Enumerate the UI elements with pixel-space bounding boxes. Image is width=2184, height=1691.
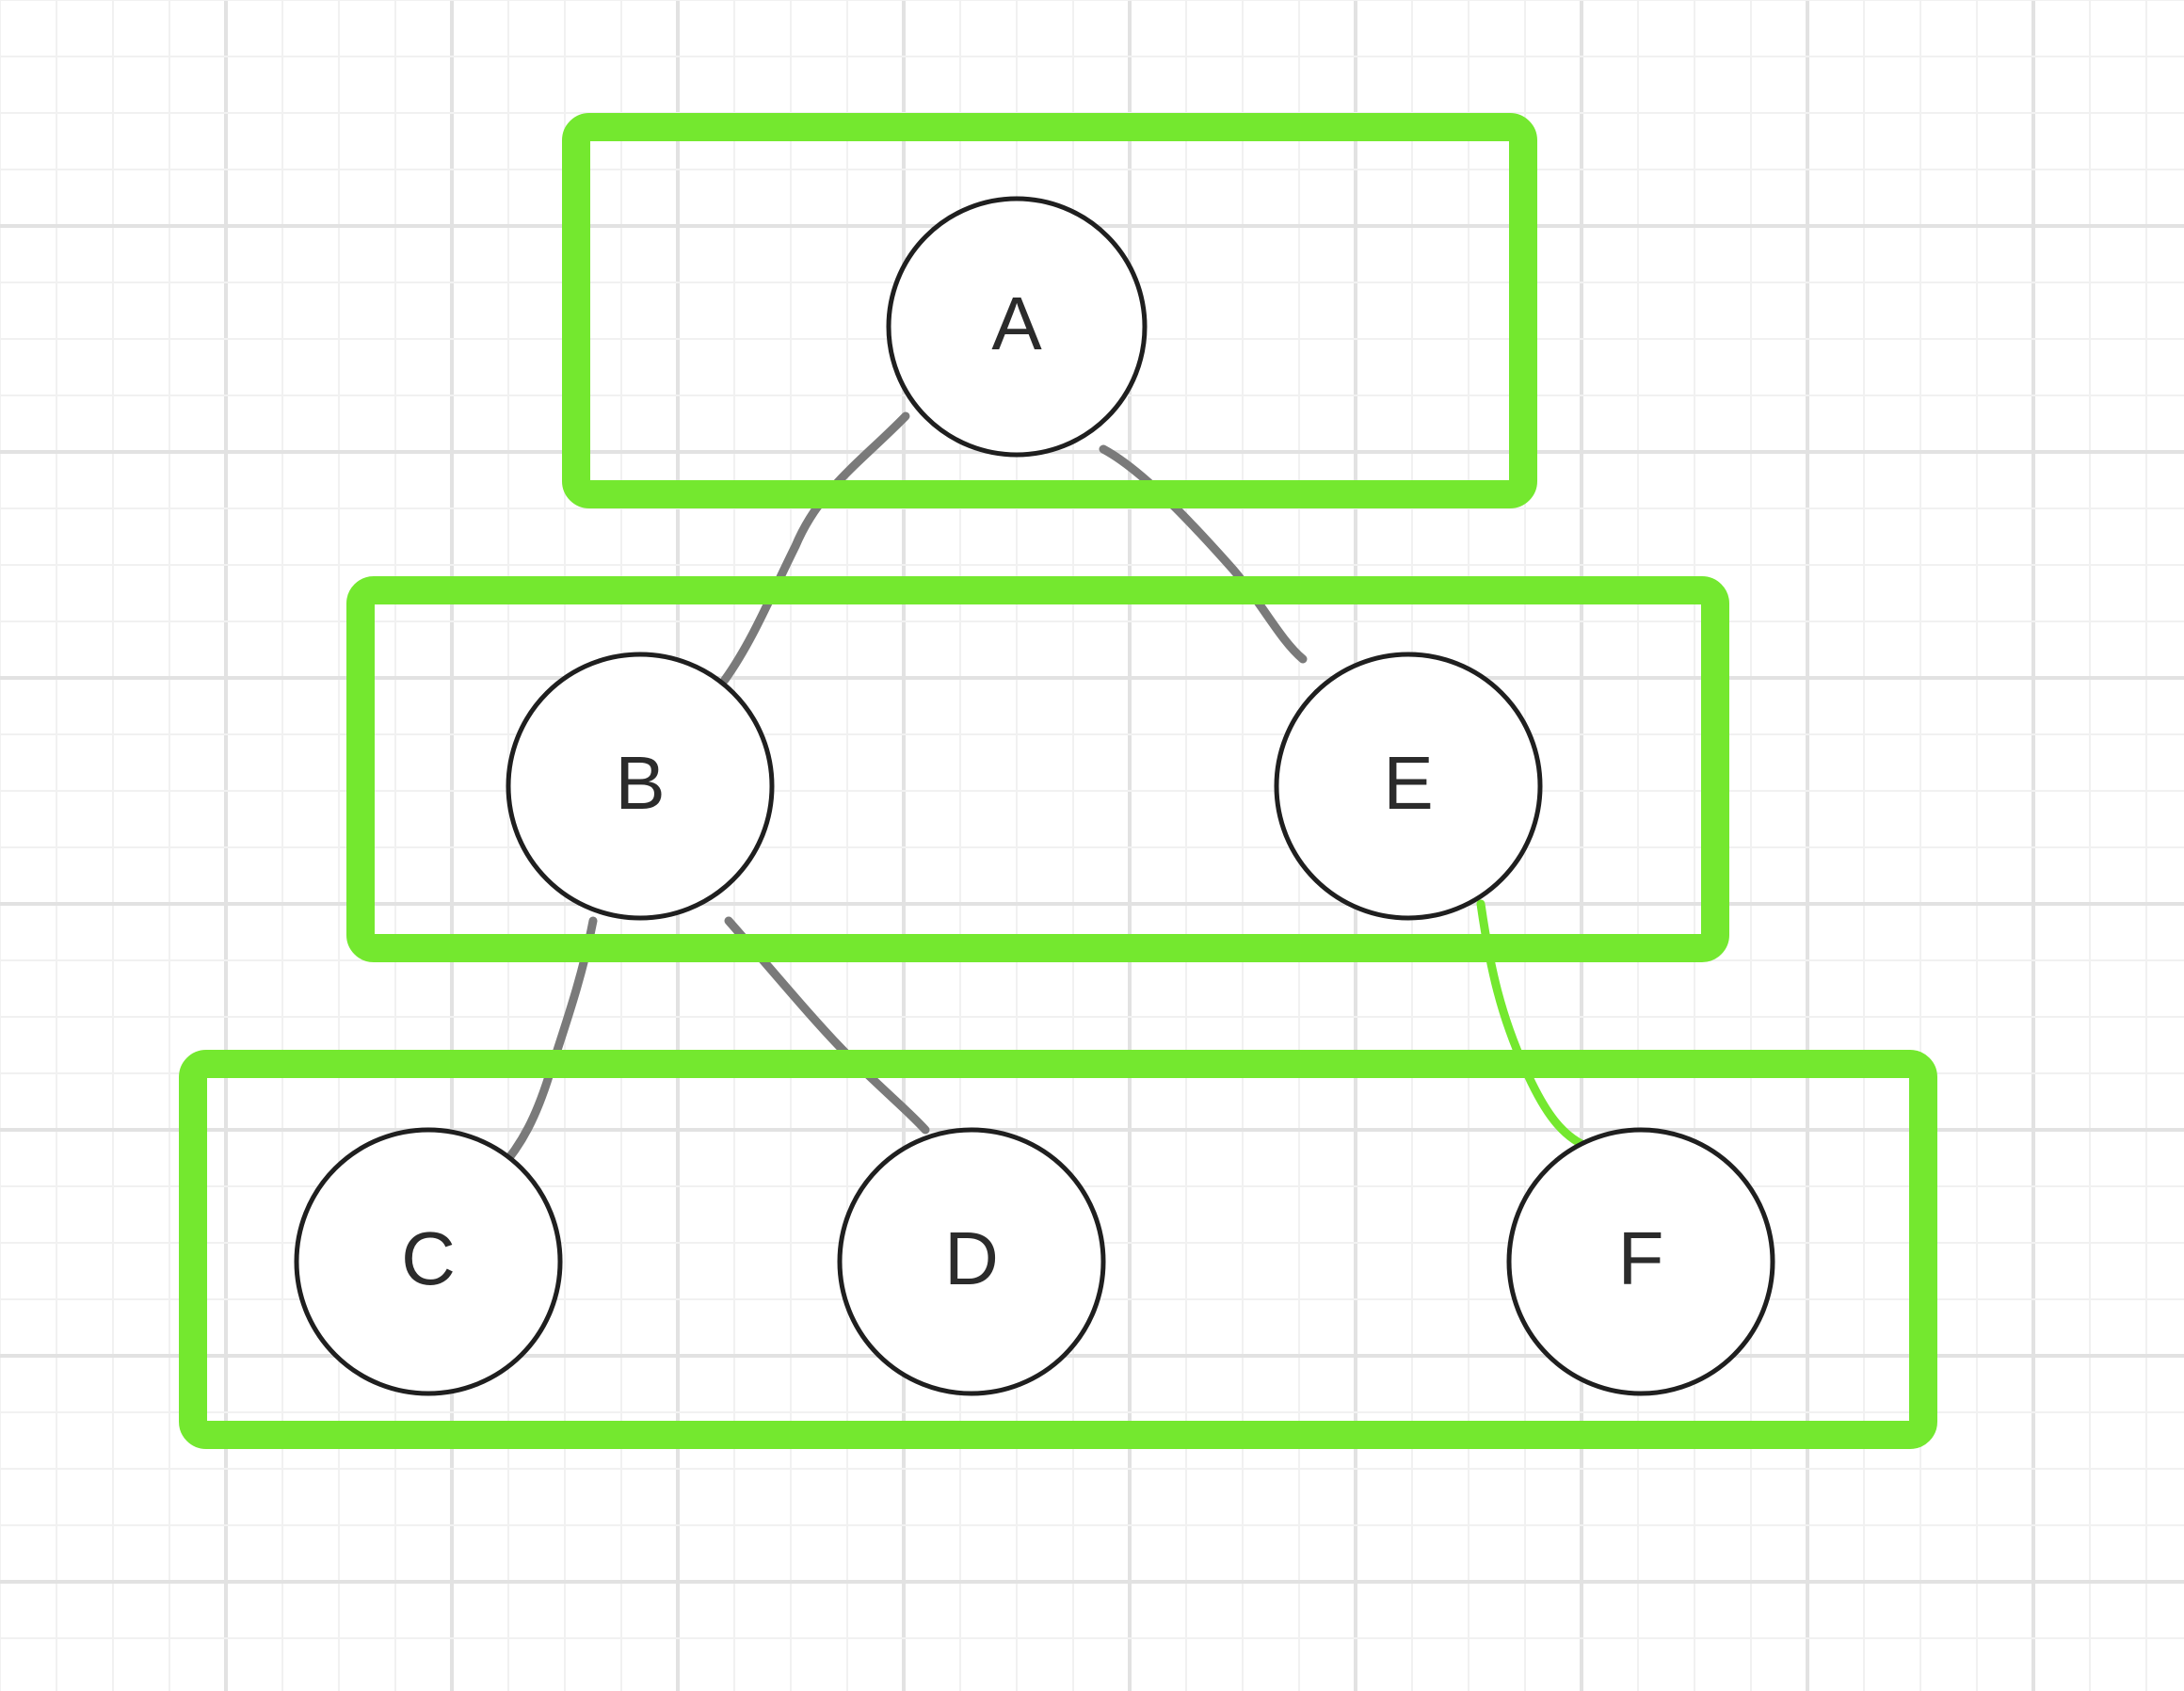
node-f-circle <box>1506 1127 1775 1396</box>
level-2-box <box>346 576 1729 962</box>
node-f[interactable]: F <box>1506 1127 1775 1396</box>
node-a-circle <box>886 196 1148 458</box>
node-d-label: D <box>944 1216 999 1300</box>
node-c-circle <box>294 1127 563 1396</box>
level-3-box <box>179 1050 1937 1449</box>
node-b[interactable]: B <box>506 652 775 921</box>
node-e-label: E <box>1383 741 1433 825</box>
node-c[interactable]: C <box>294 1127 563 1396</box>
node-c-label: C <box>401 1216 456 1300</box>
edge-a-e <box>1099 444 1308 664</box>
node-b-circle <box>506 652 775 921</box>
node-b-label: B <box>615 741 665 825</box>
node-layer: A B E C D F <box>294 196 1775 1396</box>
level-1-box <box>562 113 1537 508</box>
node-a[interactable]: A <box>886 196 1148 458</box>
node-d-circle <box>837 1127 1106 1396</box>
level-box-layer <box>179 113 1937 1449</box>
node-e-circle <box>1274 652 1543 921</box>
node-e[interactable]: E <box>1274 652 1543 921</box>
node-a-label: A <box>991 282 1042 365</box>
node-d[interactable]: D <box>837 1127 1106 1396</box>
edge-a-b <box>720 411 910 684</box>
node-f-label: F <box>1618 1216 1664 1300</box>
